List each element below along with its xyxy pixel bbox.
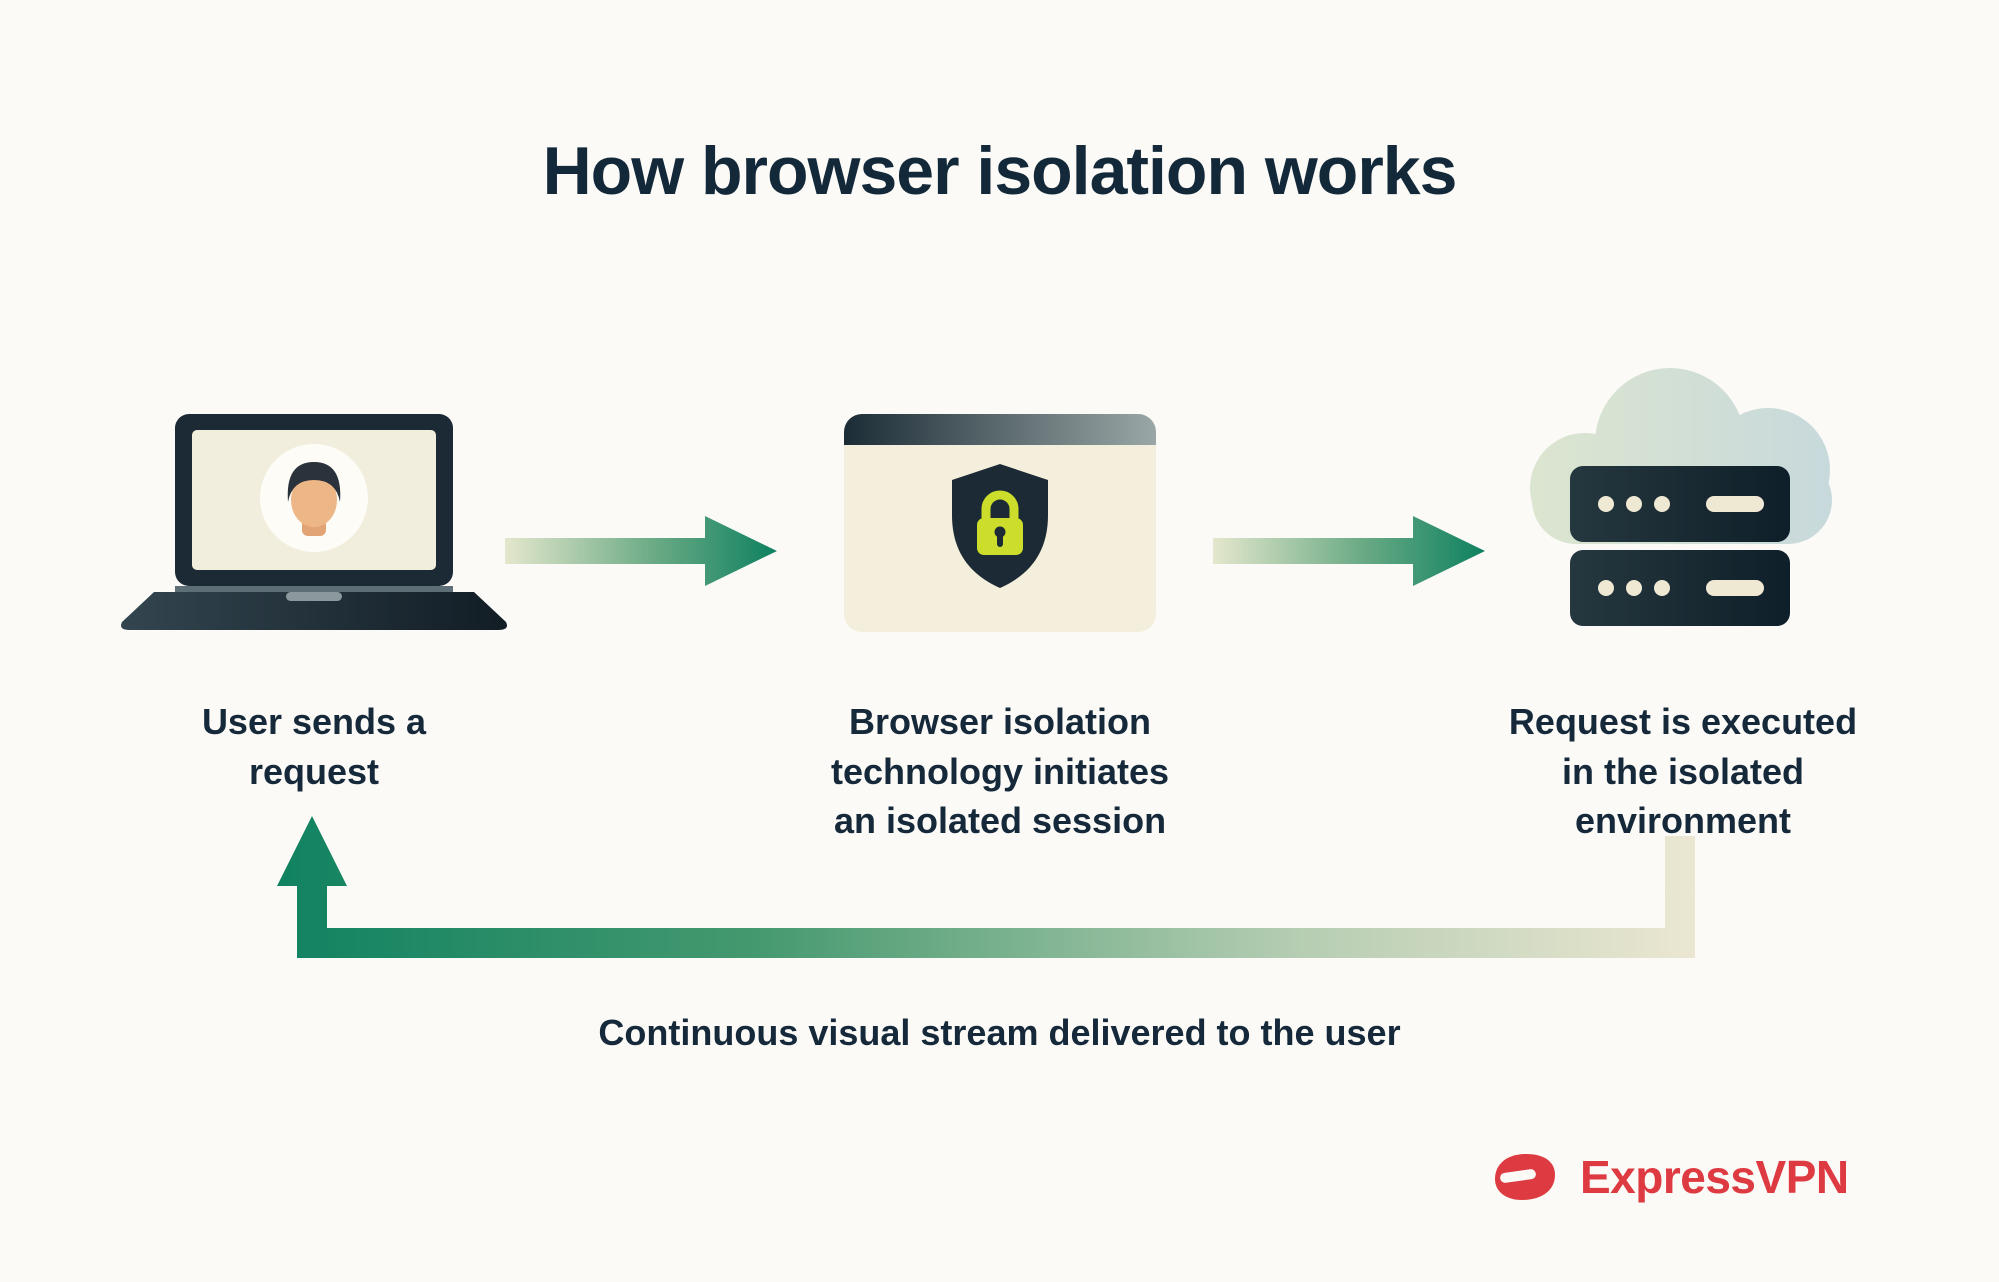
step-label-isolation-session: Browser isolation technology initiates a…: [830, 701, 1170, 842]
shield-icon: [952, 464, 1048, 588]
server-icon: [1570, 466, 1790, 626]
feedback-caption: Continuous visual stream delivered to th…: [598, 1012, 1401, 1053]
diagram-title: How browser isolation works: [542, 133, 1458, 209]
arrow-step1-to-step2-icon: [505, 506, 780, 596]
step-label-user-request: User sends a request: [201, 701, 427, 792]
user-avatar-icon: [260, 444, 368, 552]
browser-window-icon: [844, 414, 1156, 632]
laptop-user-icon: [118, 408, 510, 648]
laptop-icon: [121, 414, 507, 630]
expressvpn-logomark-icon: [1492, 1151, 1558, 1203]
feedback-arrow-icon: [250, 800, 1720, 1000]
brand-logo: ExpressVPN: [1492, 1150, 1849, 1204]
browser-shield-icon: [844, 414, 1156, 632]
lock-icon: [977, 490, 1023, 555]
cloud-server-icon: [1510, 348, 1855, 638]
arrow-step2-to-step3-icon: [1213, 506, 1488, 596]
brand-wordmark: ExpressVPN: [1580, 1151, 1849, 1203]
step-label-isolated-execution: Request is executed in the isolated envi…: [1508, 701, 1858, 842]
